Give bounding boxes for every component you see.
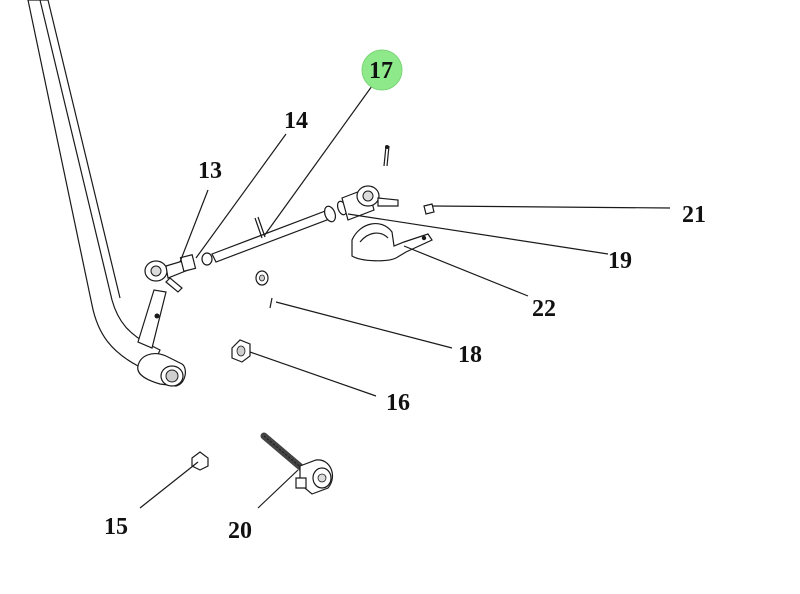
callout-14[interactable]: 14 bbox=[284, 108, 308, 134]
bracket-22 bbox=[351, 223, 433, 262]
nut-16 bbox=[231, 339, 251, 363]
leader-lines bbox=[139, 85, 671, 509]
callout-22[interactable]: 22 bbox=[532, 296, 556, 322]
callout-15[interactable]: 15 bbox=[104, 514, 128, 540]
cotter-pin-top bbox=[383, 145, 390, 167]
small-clip-21 bbox=[423, 203, 435, 215]
pedal-arm bbox=[27, 0, 186, 387]
callout-13[interactable]: 13 bbox=[198, 158, 222, 184]
callout-20[interactable]: 20 bbox=[228, 518, 252, 544]
callout-19[interactable]: 19 bbox=[608, 248, 632, 274]
callout-18[interactable]: 18 bbox=[458, 342, 482, 368]
connecting-rod-17 bbox=[211, 200, 348, 263]
lock-nut-13 bbox=[179, 252, 213, 272]
small-pin bbox=[254, 216, 266, 239]
callout-21[interactable]: 21 bbox=[682, 202, 706, 228]
callout-17[interactable]: 17 bbox=[369, 58, 393, 84]
rod-end-bolt-20 bbox=[260, 432, 333, 495]
callout-16[interactable]: 16 bbox=[386, 390, 410, 416]
small-pin-18 bbox=[269, 297, 273, 309]
highlight-circle bbox=[361, 49, 403, 91]
nut-15 bbox=[191, 451, 209, 471]
rod-end-left bbox=[144, 259, 189, 293]
small-nut bbox=[255, 270, 269, 286]
rod-end-right bbox=[341, 185, 399, 221]
